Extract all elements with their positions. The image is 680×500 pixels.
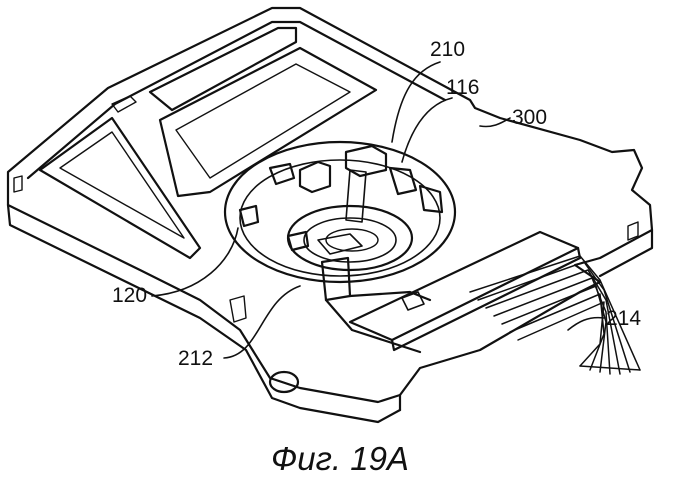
ref-label-116: 116	[446, 76, 479, 99]
frame-body	[8, 8, 652, 422]
ref-label-120: 120	[112, 284, 147, 307]
ref-label-212: 212	[178, 347, 213, 370]
ref-label-300: 300	[512, 106, 547, 129]
ref-label-210: 210	[430, 38, 465, 61]
figure-caption: Фиг. 19А	[0, 440, 680, 478]
spindle-motor-assembly	[225, 142, 455, 282]
ref-label-214: 214	[606, 307, 641, 330]
